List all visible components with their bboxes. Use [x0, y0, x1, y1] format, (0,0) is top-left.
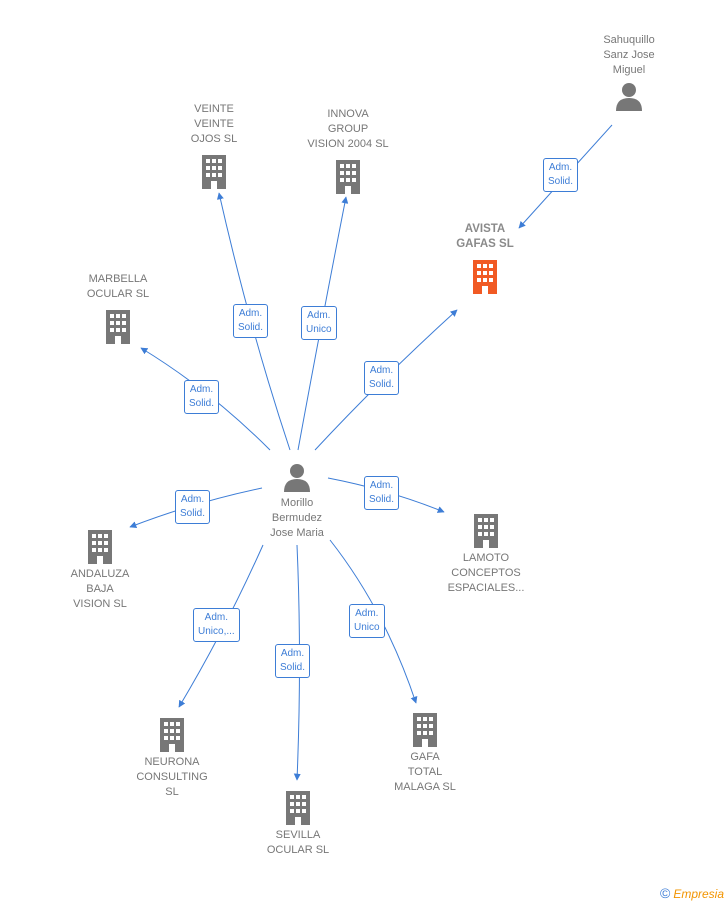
building-icon — [286, 791, 310, 825]
node-label: Morillo Bermudez Jose Maria — [270, 497, 324, 539]
node-sahuquillo[interactable]: Sahuquillo Sanz Jose Miguel — [588, 33, 670, 111]
node-innova[interactable]: INNOVA GROUP VISION 2004 SL — [298, 107, 398, 194]
node-lamoto[interactable]: LAMOTO CONCEPTOS ESPACIALES... — [438, 512, 534, 596]
node-avista[interactable]: AVISTA GAFAS SL — [440, 222, 530, 294]
edge-label-morillo-sevilla[interactable]: Adm. Solid. — [275, 644, 311, 678]
node-label: VEINTE VEINTE OJOS SL — [190, 103, 238, 145]
node-label: Sahuquillo Sanz Jose Miguel — [603, 34, 655, 76]
node-morillo[interactable]: Morillo Bermudez Jose Maria — [252, 462, 342, 541]
node-label: ANDALUZA BAJA VISION SL — [70, 568, 130, 610]
edge-label-morillo-avista[interactable]: Adm. Solid. — [364, 361, 400, 395]
building-icon — [106, 310, 130, 344]
edge-label-morillo-gafa[interactable]: Adm. Unico — [349, 604, 385, 638]
node-label: NEURONA CONSULTING SL — [136, 756, 208, 798]
node-sevilla[interactable]: SEVILLA OCULAR SL — [254, 789, 342, 858]
node-andaluza[interactable]: ANDALUZA BAJA VISION SL — [58, 528, 142, 612]
edge-label-morillo-veinte[interactable]: Adm. Solid. — [233, 304, 269, 338]
building-icon — [474, 514, 498, 548]
edge-label-morillo-innova[interactable]: Adm. Unico — [301, 306, 337, 340]
brand-logo: Empresia — [673, 887, 724, 901]
node-label: MARBELLA OCULAR SL — [86, 273, 150, 300]
person-icon — [616, 83, 642, 111]
footer-brand[interactable]: ©Empresia — [660, 885, 724, 901]
building-icon — [160, 718, 184, 752]
person-icon — [284, 464, 310, 492]
node-veinte[interactable]: VEINTE VEINTE OJOS SL — [174, 102, 254, 189]
building-icon — [473, 260, 497, 294]
building-icon — [202, 155, 226, 189]
building-icon — [413, 713, 437, 747]
edge-label-morillo-neurona[interactable]: Adm. Unico,... — [193, 608, 240, 642]
node-label: SEVILLA OCULAR SL — [266, 829, 330, 856]
node-label: INNOVA GROUP VISION 2004 SL — [307, 108, 389, 150]
edge-label-morillo-marbella[interactable]: Adm. Solid. — [184, 380, 220, 414]
node-label: GAFA TOTAL MALAGA SL — [394, 751, 456, 793]
edge-label-morillo-lamoto[interactable]: Adm. Solid. — [364, 476, 400, 510]
building-icon — [88, 530, 112, 564]
node-label: LAMOTO CONCEPTOS ESPACIALES... — [447, 552, 525, 594]
edge-label-sahuquillo-avista[interactable]: Adm. Solid. — [543, 158, 579, 192]
copyright-icon: © — [659, 885, 671, 901]
building-icon — [336, 160, 360, 194]
edge-label-morillo-andaluza[interactable]: Adm. Solid. — [175, 490, 211, 524]
node-marbella[interactable]: MARBELLA OCULAR SL — [74, 272, 162, 344]
node-gafa[interactable]: GAFA TOTAL MALAGA SL — [382, 711, 468, 795]
node-label: AVISTA GAFAS SL — [456, 223, 514, 250]
node-neurona[interactable]: NEURONA CONSULTING SL — [124, 716, 220, 800]
